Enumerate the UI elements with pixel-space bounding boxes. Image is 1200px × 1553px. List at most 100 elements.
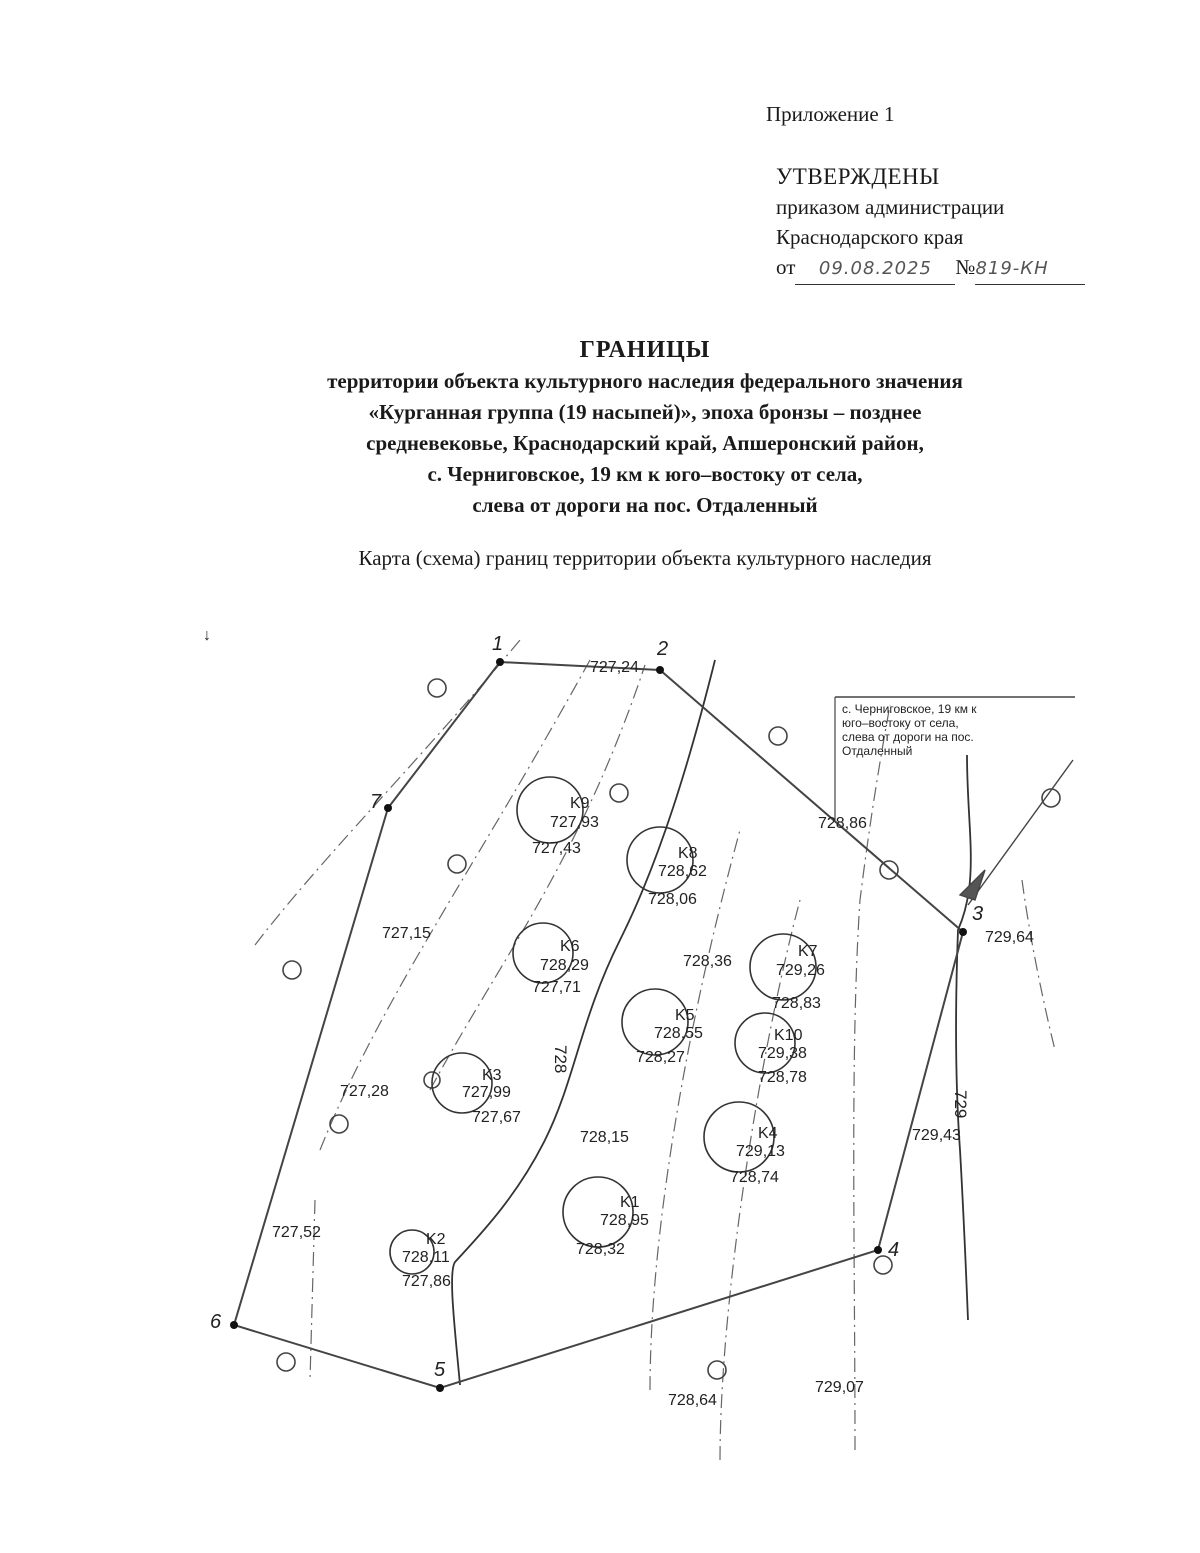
contour-line-f (853, 704, 891, 1451)
mound-id-k4: K4 (758, 1125, 778, 1142)
mound-top-k3: 727,99 (462, 1084, 511, 1101)
vertex-6 (230, 1321, 238, 1329)
mound-top-k1: 728,95 (600, 1212, 649, 1229)
mound-base-k10: 728,78 (758, 1069, 807, 1086)
location-note-line-2: юго–востоку от села, (842, 716, 959, 730)
elevation-label: 728,86 (818, 815, 867, 832)
contour-line-a (254, 639, 521, 946)
mound-base-k6: 727,71 (532, 979, 581, 996)
contour-line-e (719, 899, 801, 1460)
title-line-2: «Курганная группа (19 насыпей)», эпоха б… (368, 400, 922, 424)
title-heading: ГРАНИЦЫ (579, 337, 711, 363)
mound-top-k5: 728,55 (654, 1025, 703, 1042)
vertex-2 (656, 666, 664, 674)
mound-base-k9: 727,43 (532, 840, 581, 857)
mound-top-k10: 729,38 (758, 1045, 807, 1062)
elevation-label: 727,52 (272, 1224, 321, 1241)
survey-marker (768, 726, 788, 746)
leader-line-stroke (967, 759, 1074, 906)
location-note-line-3: слева от дороги на пос. (842, 730, 974, 744)
location-note: с. Черниговское, 19 км к юго–востоку от … (834, 696, 1075, 820)
elevation-label: 727,15 (382, 925, 431, 942)
mound-k5 (621, 988, 689, 1056)
mound-base-k7: 728,83 (772, 995, 821, 1012)
from-label: от (776, 255, 796, 279)
contour-label-729: 729 (951, 1090, 970, 1118)
elevation-label: 728,36 (683, 953, 732, 970)
vertex-label-5: 5 (434, 1359, 446, 1381)
mound-k2 (389, 1229, 435, 1275)
vertex-1 (496, 658, 504, 666)
mound-k6 (512, 922, 574, 984)
survey-marker (873, 1255, 893, 1275)
contour-line-h (309, 1199, 316, 1381)
survey-marker (879, 860, 899, 880)
location-note-line-1: с. Черниговское, 19 км к (842, 702, 977, 716)
order-date: 09.08.2025 (795, 254, 956, 285)
mound-base-k5: 728,27 (636, 1049, 685, 1066)
mound-id-k9: K9 (570, 795, 590, 812)
north-arrow-icon (958, 869, 986, 901)
elevation-label: 729,43 (912, 1127, 961, 1144)
leader-line (958, 759, 1074, 906)
elevation-label: 729,64 (985, 929, 1034, 946)
annex-label: Приложение 1 (766, 102, 895, 126)
mound-k7 (749, 933, 817, 1001)
contour-value-labels: 728 729 (551, 1045, 970, 1118)
mound-top-k8: 728,62 (658, 863, 707, 880)
title-line-3: средневековье, Краснодарский край, Апшер… (366, 431, 924, 455)
contour-line-c (429, 664, 646, 1091)
map-caption: Карта (схема) границ территории объекта … (358, 546, 932, 570)
mound-k4 (703, 1101, 775, 1173)
mound-k8 (626, 826, 694, 894)
survey-marker (427, 678, 447, 698)
location-note-line-4: Отдаленный (842, 744, 912, 758)
mound-base-k1: 728,32 (576, 1241, 625, 1258)
mound-top-k9: 727,93 (550, 814, 599, 831)
mound-base-k4: 728,74 (730, 1169, 779, 1186)
territory-boundary (232, 660, 965, 1390)
vertex-3 (959, 928, 967, 936)
approved-by-line-2: Краснодарского края (776, 225, 964, 249)
order-number: 819-КН (975, 254, 1086, 285)
mound-id-k10: K10 (774, 1027, 803, 1044)
contour-line-g (1021, 879, 1056, 1051)
mound-id-k6: K6 (560, 938, 580, 955)
elevation-labels: 727,24 728,86 729,64 727,15 728,36 727,2… (272, 659, 1034, 1409)
survey-marker (1041, 788, 1061, 808)
mound-base-k8: 728,06 (648, 891, 697, 908)
vertex-4 (874, 1246, 882, 1254)
survey-marker (276, 1352, 296, 1372)
elevation-label: 727,28 (340, 1083, 389, 1100)
mound-id-k5: K5 (675, 1007, 695, 1024)
elevation-label: 727,24 (590, 659, 639, 676)
boundary-vertices (230, 658, 967, 1392)
vertex-label-4: 4 (888, 1239, 899, 1261)
mound-id-k7: K7 (798, 943, 818, 960)
mound-id-k1: K1 (620, 1194, 640, 1211)
vertex-label-7: 7 (370, 791, 382, 813)
mound-id-k8: K8 (678, 845, 698, 862)
contour-line-d (649, 829, 741, 1391)
elevation-label: 728,64 (668, 1392, 717, 1409)
boundary-map: 1 2 3 4 5 6 7 K9 727,93 (203, 627, 1075, 1460)
number-label: № (955, 255, 976, 279)
mound-base-k3: 727,67 (472, 1109, 521, 1126)
mound-labels: K9 727,93 727,43 K8 728,62 728,06 K6 728… (402, 795, 825, 1290)
mound-id-k2: K2 (426, 1231, 446, 1248)
vertex-labels: 1 2 3 4 5 6 7 (210, 633, 983, 1381)
survey-marker (282, 960, 302, 980)
mound-k10 (734, 1012, 796, 1074)
title-line-4: с. Черниговское, 19 км к юго–востоку от … (427, 462, 863, 486)
mound-k1 (562, 1176, 634, 1248)
vertex-label-1: 1 (492, 633, 503, 655)
title-line-1: территории объекта культурного наследия … (327, 369, 963, 393)
contour-728 (451, 659, 716, 1386)
mound-k3 (431, 1052, 493, 1114)
contour-line-b (319, 659, 591, 1151)
vertex-label-6: 6 (210, 1311, 222, 1333)
mound-top-k7: 729,26 (776, 962, 825, 979)
contour-729 (955, 754, 972, 1321)
approval-block: УТВЕРЖДЕНЫ приказом администрации Красно… (776, 162, 1176, 285)
